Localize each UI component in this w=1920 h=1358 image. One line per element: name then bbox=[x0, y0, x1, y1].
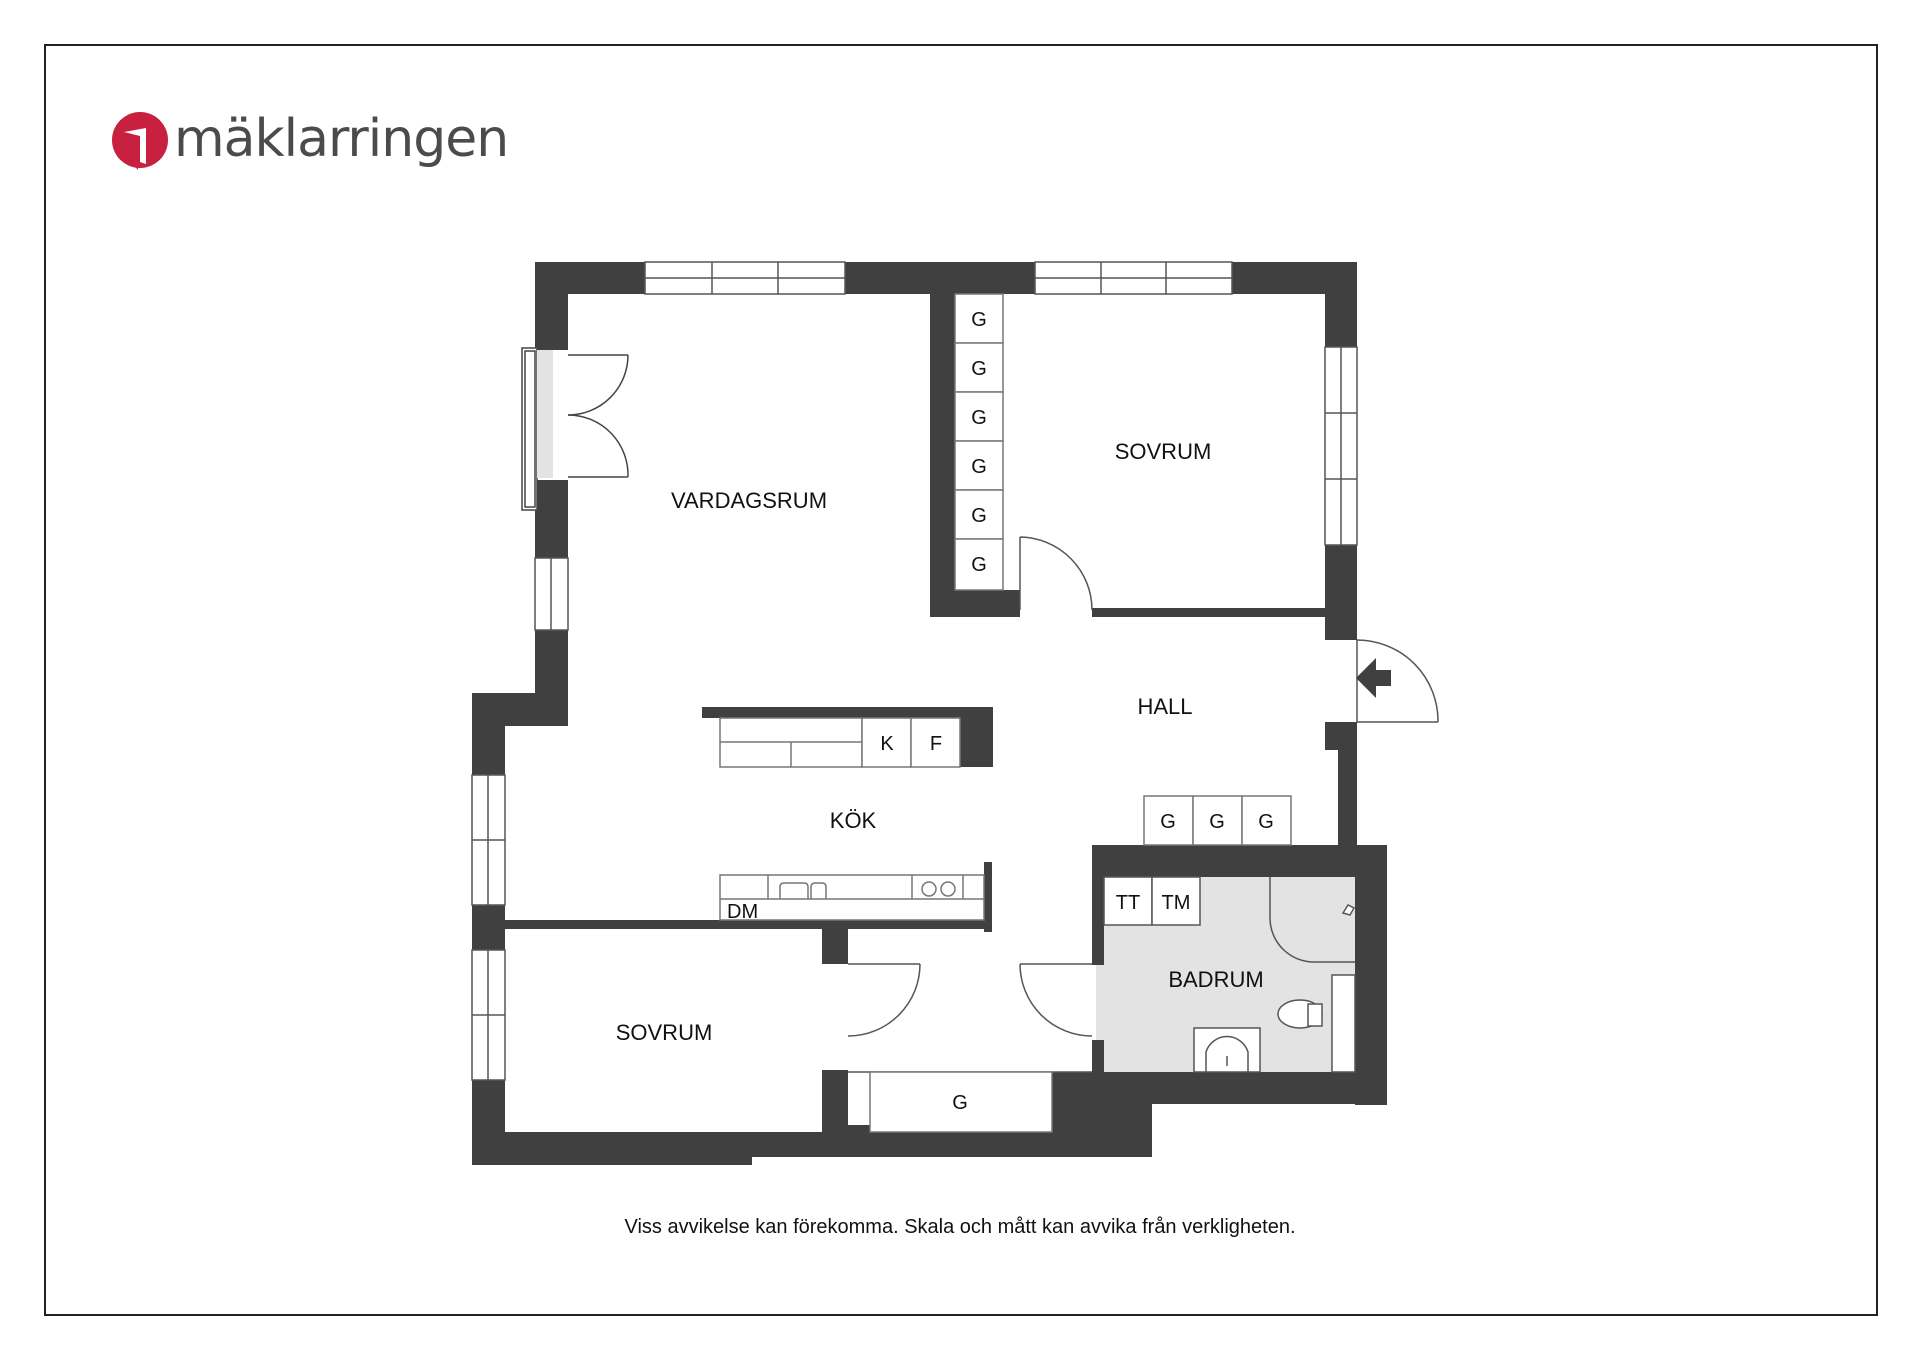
wardrobe-label: G bbox=[971, 309, 987, 331]
wardrobe-label: G bbox=[971, 407, 987, 429]
tumble-dryer-label: TT bbox=[1116, 892, 1140, 914]
walls bbox=[472, 262, 1387, 1165]
windows bbox=[471, 261, 1358, 1081]
kitchen-island bbox=[719, 717, 961, 768]
room-label-sovrum-2: SOVRUM bbox=[616, 1020, 713, 1045]
fridge-label: K bbox=[880, 733, 894, 755]
balcony-door bbox=[521, 347, 629, 511]
wardrobe-label: G bbox=[952, 1092, 968, 1114]
washing-machine-label: TM bbox=[1162, 892, 1191, 914]
wardrobe-label: G bbox=[971, 554, 987, 576]
wardrobe-label: G bbox=[971, 358, 987, 380]
hall-wardrobes bbox=[869, 795, 1292, 1133]
kitchen-counter bbox=[719, 874, 985, 921]
wardrobe-label: G bbox=[971, 505, 987, 527]
room-label-hall: HALL bbox=[1137, 694, 1192, 719]
bathroom-fixtures bbox=[1103, 876, 1356, 1073]
dishwasher-label: DM bbox=[727, 901, 758, 923]
room-label-sovrum-1: SOVRUM bbox=[1115, 439, 1212, 464]
room-label-kok: KÖK bbox=[830, 808, 877, 833]
wardrobe-label: G bbox=[971, 456, 987, 478]
page-frame bbox=[44, 44, 1878, 1316]
brand-name: mäklarringen bbox=[174, 109, 509, 169]
disclaimer-text: Viss avvikelse kan förekomma. Skala och … bbox=[624, 1216, 1296, 1238]
wardrobe-label: G bbox=[1160, 811, 1176, 833]
room-label-vardagsrum: VARDAGSRUM bbox=[671, 488, 827, 513]
brand-logo: mäklarringen bbox=[110, 109, 509, 176]
room-label-badrum: BADRUM bbox=[1168, 967, 1263, 992]
entrance-arrow-icon bbox=[1356, 658, 1391, 698]
maklarringen-logo-icon bbox=[112, 112, 168, 170]
wardrobe-label: G bbox=[1209, 811, 1225, 833]
wardrobe-label: G bbox=[1258, 811, 1274, 833]
freezer-label: F bbox=[930, 733, 942, 755]
wardrobe-column bbox=[954, 293, 1004, 591]
